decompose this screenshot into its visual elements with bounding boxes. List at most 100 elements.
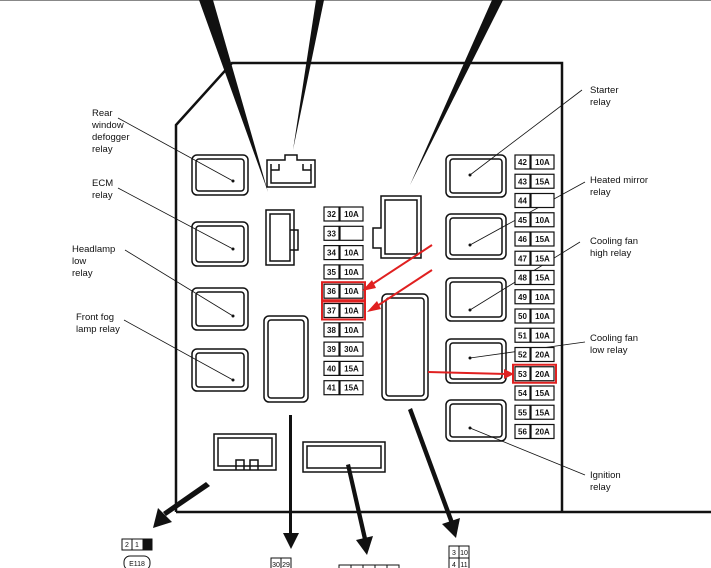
label-line: Heated mirror	[590, 175, 648, 186]
fuse-highlight	[321, 300, 366, 321]
connector-2-pin: 30	[272, 562, 280, 568]
fuse-35: 35 10A	[323, 264, 364, 280]
connector-4-pin: 4	[452, 562, 456, 568]
label-line: relay	[72, 268, 93, 279]
highlight-arrows	[362, 244, 514, 379]
label-line: defogger	[92, 132, 130, 143]
fuse-amperage: 10A	[535, 216, 550, 225]
fuse-55: 55 15A	[514, 404, 555, 420]
fuse-number: 46	[518, 235, 527, 244]
fuse-number: 48	[518, 274, 527, 283]
e118-pin-2: 2	[125, 542, 129, 549]
fuse-33: 33	[323, 225, 364, 241]
fuse-number: 40	[327, 364, 336, 373]
fuse-amperage: 20A	[535, 351, 550, 360]
fuse-number: 50	[518, 312, 527, 321]
fuse-number: 42	[518, 158, 527, 167]
fuse-amperage: 20A	[535, 428, 550, 437]
e118-pin-1: 1	[135, 542, 139, 549]
label-line: Starter	[590, 85, 619, 96]
fuse-number: 36	[327, 287, 336, 296]
label-line: Headlamp	[72, 244, 115, 255]
fuse-49: 49 10A	[514, 289, 555, 305]
fuse-amperage: 15A	[535, 408, 550, 417]
pointer-wedge	[410, 0, 503, 185]
pointer-wedge	[199, 0, 268, 192]
fuse-number: 47	[518, 254, 527, 263]
fuse-number: 35	[327, 268, 336, 277]
label-line: lamp relay	[76, 324, 120, 335]
fuse-number: 51	[518, 331, 527, 340]
label-line: Rear	[92, 108, 113, 119]
connector-2-pin: 29	[282, 562, 290, 568]
fuse-number: 39	[327, 345, 336, 354]
fuse-51: 51 10A	[514, 327, 555, 343]
fuse-number: 43	[518, 177, 527, 186]
fuse-amperage: 15A	[344, 364, 359, 373]
fuse-amperage: 10A	[344, 287, 359, 296]
fuse-amperage: 10A	[344, 307, 359, 316]
label-line: window	[91, 120, 124, 131]
label-line: ECM	[92, 178, 113, 189]
fuse-amperage: 10A	[535, 293, 550, 302]
label-line: Cooling fan	[590, 333, 638, 344]
connector-4	[448, 545, 470, 568]
fuse-45: 45 10A	[514, 212, 555, 228]
connector-e118	[121, 538, 153, 568]
label-line: low relay	[590, 345, 628, 356]
fuse-number: 56	[518, 428, 527, 437]
fuse-amperage: 20A	[535, 370, 550, 379]
label-line: Front fog	[76, 312, 114, 323]
label-line: relay	[92, 190, 113, 201]
fuse-box-outline	[174, 61, 711, 514]
fuse-number: 45	[518, 216, 527, 225]
fuse-number: 41	[327, 384, 336, 393]
fuse-amperage: 10A	[344, 210, 359, 219]
label-line: Ignition	[590, 470, 621, 481]
connector-3	[338, 564, 400, 568]
left-relays	[191, 154, 507, 473]
connector-4-pin: 10	[460, 550, 468, 557]
label-line: high relay	[590, 248, 631, 259]
label-line: relay	[590, 187, 611, 198]
pointer-wedge	[293, 0, 324, 150]
label-line: relay	[590, 482, 611, 493]
fuse-39: 39 30A	[323, 341, 364, 357]
connector-4-pin: 3	[452, 550, 456, 557]
fuse-56: 56 20A	[514, 423, 555, 440]
fuse-number: 34	[327, 249, 336, 258]
fuse-amperage: 10A	[344, 326, 359, 335]
fuse-number: 44	[518, 197, 527, 206]
fuse-34: 34 10A	[323, 245, 364, 261]
fuse-number: 37	[327, 307, 336, 316]
fuse-amperage: 30A	[344, 345, 359, 354]
fuse-number: 49	[518, 293, 527, 302]
connector-2	[270, 557, 292, 568]
bottom-pointers	[153, 408, 460, 555]
fuse-amperage: 10A	[535, 331, 550, 340]
fuse-amperage: 10A	[344, 249, 359, 258]
fuse-amperage: 15A	[535, 389, 550, 398]
fuse-number: 55	[518, 408, 527, 417]
fuse-amperage: 10A	[344, 268, 359, 277]
fuse-44: 44	[514, 192, 555, 209]
label-line: relay	[92, 144, 113, 155]
fuse-highlight	[321, 281, 366, 302]
